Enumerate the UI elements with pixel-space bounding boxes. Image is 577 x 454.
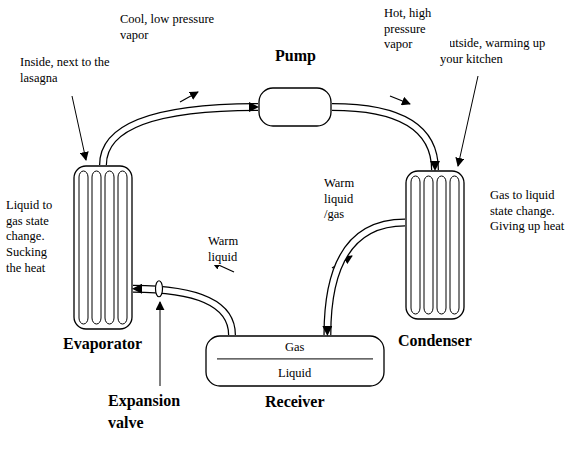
pipe-bore <box>327 223 405 336</box>
pipe-wall <box>332 107 435 170</box>
component-shape <box>405 170 465 320</box>
state-change-note: Liquid to gas state change. Sucking the … <box>6 198 64 276</box>
leader-line <box>458 76 478 166</box>
refrigerant-pipe <box>103 107 258 165</box>
component-shape <box>73 165 133 330</box>
leader-line <box>72 96 86 160</box>
pump-outline <box>258 87 332 127</box>
location-note: Outside, warming up your kitchen <box>440 36 570 67</box>
component-node: Pump <box>250 45 340 130</box>
part-name: Expansion valve <box>108 390 208 433</box>
leader-line <box>160 302 161 386</box>
liquid-label: Liquid <box>278 366 311 382</box>
pipe-label: Cool, low pressure vapor <box>120 12 220 43</box>
pipe-bore <box>103 107 258 165</box>
component-node: GasLiquidReceiver <box>205 335 385 425</box>
pipe-arrow <box>332 107 435 170</box>
pipe-bore <box>133 289 232 335</box>
pipe-wall <box>103 107 258 165</box>
valve-body <box>156 281 163 297</box>
pipe-arrow <box>103 107 258 165</box>
pipe-bore <box>332 107 435 170</box>
pipe-arrow <box>133 289 232 335</box>
evaporator-label: Evaporator <box>63 335 142 353</box>
pipe-label: Warm liquid /gas <box>324 176 370 223</box>
refrigerant-pipe <box>327 223 405 336</box>
pipe-wall <box>133 289 232 335</box>
pipe-wall <box>327 223 405 336</box>
pipe-label: Hot, high pressure vapor <box>384 6 450 53</box>
gas-label: Gas <box>285 340 304 356</box>
state-change-note: Gas to liquid state change. Giving up he… <box>490 188 570 235</box>
pump-label: Pump <box>275 47 316 65</box>
receiver-label: Receiver <box>265 393 325 411</box>
flow-arrow <box>180 92 198 102</box>
component-node: Condenser <box>380 170 490 360</box>
location-note: Inside, next to the lasagna <box>20 55 120 86</box>
refrigerant-pipe <box>332 107 435 170</box>
pipe-label: Warm liquid <box>208 234 258 265</box>
refrigerant-pipe <box>133 289 232 335</box>
coil-outline <box>73 165 133 330</box>
coil-outline <box>405 170 465 320</box>
flow-arrow <box>390 96 410 104</box>
component-shape <box>258 87 332 127</box>
condenser-label: Condenser <box>398 332 472 350</box>
pipe-arrow <box>327 223 405 336</box>
